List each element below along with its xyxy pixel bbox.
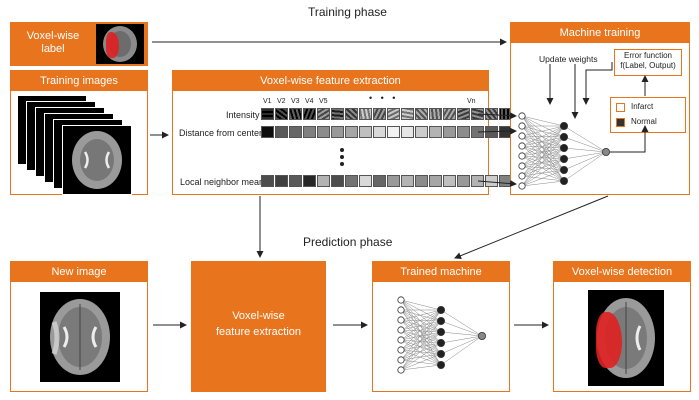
voxel-label-text: Voxel-wise label xyxy=(14,30,92,56)
row-label-distance: Distance from center xyxy=(179,128,263,138)
feature-cell xyxy=(387,175,400,187)
feature-cell xyxy=(471,126,484,138)
feature-cell xyxy=(331,175,344,187)
feature-cell xyxy=(303,175,316,187)
label-brain-thumbnail xyxy=(96,24,144,64)
feature-cell xyxy=(401,108,414,120)
feature-cell xyxy=(429,126,442,138)
legend-normal-label: Normal xyxy=(631,117,657,126)
feature-cell xyxy=(471,175,484,187)
feature-cell xyxy=(359,175,372,187)
error-function-line2: f(Label, Output) xyxy=(620,61,676,70)
feature-cell xyxy=(401,126,414,138)
feature-cell xyxy=(359,126,372,138)
training-images-title: Training images xyxy=(11,71,147,91)
feature-cell xyxy=(289,126,302,138)
voxel-detection-title: Voxel-wise detection xyxy=(554,262,690,282)
row-label-neighbor: Local neighbor mean xyxy=(180,177,265,187)
feature-cell xyxy=(261,175,274,187)
prediction-feature-extraction-block: Voxel-wise feature extraction xyxy=(191,261,326,392)
legend-normal-swatch xyxy=(616,118,625,127)
feature-cell xyxy=(317,175,330,187)
error-function-line1: Error function xyxy=(623,51,673,60)
feature-cell xyxy=(457,126,470,138)
detection-lesion xyxy=(596,312,622,368)
feature-cell xyxy=(485,108,498,120)
feature-cell xyxy=(373,175,386,187)
voxel-label-vn: Vn xyxy=(467,98,476,105)
trained-machine-title: Trained machine xyxy=(373,262,509,282)
feature-cell xyxy=(275,175,288,187)
feature-cell xyxy=(401,175,414,187)
prediction-phase-title: Prediction phase xyxy=(303,235,393,249)
voxel-label-v2: V2 xyxy=(277,98,286,105)
feature-cell xyxy=(331,126,344,138)
feature-cell xyxy=(387,126,400,138)
feature-cell xyxy=(429,108,442,120)
feature-cell xyxy=(345,126,358,138)
label-lesion xyxy=(106,32,119,58)
new-image-box: New image xyxy=(10,261,148,392)
machine-training-title: Machine training xyxy=(511,23,689,43)
legend-infarct-swatch xyxy=(616,103,625,112)
feature-cell xyxy=(359,108,372,120)
training-slice xyxy=(62,125,132,195)
row-label-intensity: Intensity xyxy=(226,110,260,120)
detection-brain xyxy=(588,290,664,386)
feature-cell xyxy=(485,175,498,187)
voxel-label-line1: Voxel-wise xyxy=(26,30,80,42)
training-phase-title: Training phase xyxy=(308,5,387,19)
feature-cell xyxy=(415,108,428,120)
extraction-block-line2: feature extraction xyxy=(216,326,301,338)
new-image-brain xyxy=(40,292,120,382)
new-image-title: New image xyxy=(11,262,147,282)
feature-cell xyxy=(303,108,316,120)
voxel-label-v5: V5 xyxy=(319,98,328,105)
feature-cell xyxy=(457,175,470,187)
feature-cell xyxy=(415,175,428,187)
feature-cell xyxy=(261,108,274,120)
feature-cell xyxy=(331,108,344,120)
voxel-ellipsis: • • • xyxy=(369,93,399,103)
feature-cell xyxy=(317,108,330,120)
voxel-detection-box: Voxel-wise detection xyxy=(553,261,691,392)
feature-cell xyxy=(345,175,358,187)
voxel-label-box: Voxel-wise label xyxy=(10,22,148,66)
training-images-box: Training images xyxy=(10,70,148,195)
feature-cell xyxy=(457,108,470,120)
legend-box: Infarct Normal xyxy=(610,97,686,133)
feature-cell xyxy=(289,108,302,120)
trained-machine-box: Trained machine xyxy=(372,261,510,392)
extraction-block-line1: Voxel-wise xyxy=(232,310,285,322)
row-ellipsis xyxy=(340,148,346,166)
feature-cell xyxy=(471,108,484,120)
feature-extraction-box: Voxel-wise feature extraction Intensity … xyxy=(172,70,526,195)
feature-cell xyxy=(415,126,428,138)
feature-cell xyxy=(289,175,302,187)
voxel-label-line2: label xyxy=(41,43,65,55)
feature-extraction-title: Voxel-wise feature extraction xyxy=(173,71,488,91)
feature-cell xyxy=(485,126,498,138)
feature-cell xyxy=(443,175,456,187)
voxel-label-v4: V4 xyxy=(305,98,314,105)
feature-cell xyxy=(345,108,358,120)
feature-cell xyxy=(443,126,456,138)
voxel-label-v3: V3 xyxy=(291,98,300,105)
feature-cell xyxy=(317,126,330,138)
machine-training-box: Machine training Update weights Error fu… xyxy=(510,22,690,195)
feature-cell xyxy=(275,108,288,120)
feature-cell xyxy=(275,126,288,138)
arrow-machine-to-trained xyxy=(454,195,609,259)
feature-cell xyxy=(443,108,456,120)
feature-cell xyxy=(261,126,274,138)
feature-cell xyxy=(373,126,386,138)
error-function-box: Error function f(Label, Output) xyxy=(614,49,682,76)
feature-cell xyxy=(387,108,400,120)
legend-infarct-label: Infarct xyxy=(631,102,654,111)
update-weights-label: Update weights xyxy=(539,54,598,64)
feature-cell xyxy=(429,175,442,187)
voxel-label-v1: V1 xyxy=(263,98,272,105)
feature-cell xyxy=(373,108,386,120)
feature-cell xyxy=(303,126,316,138)
